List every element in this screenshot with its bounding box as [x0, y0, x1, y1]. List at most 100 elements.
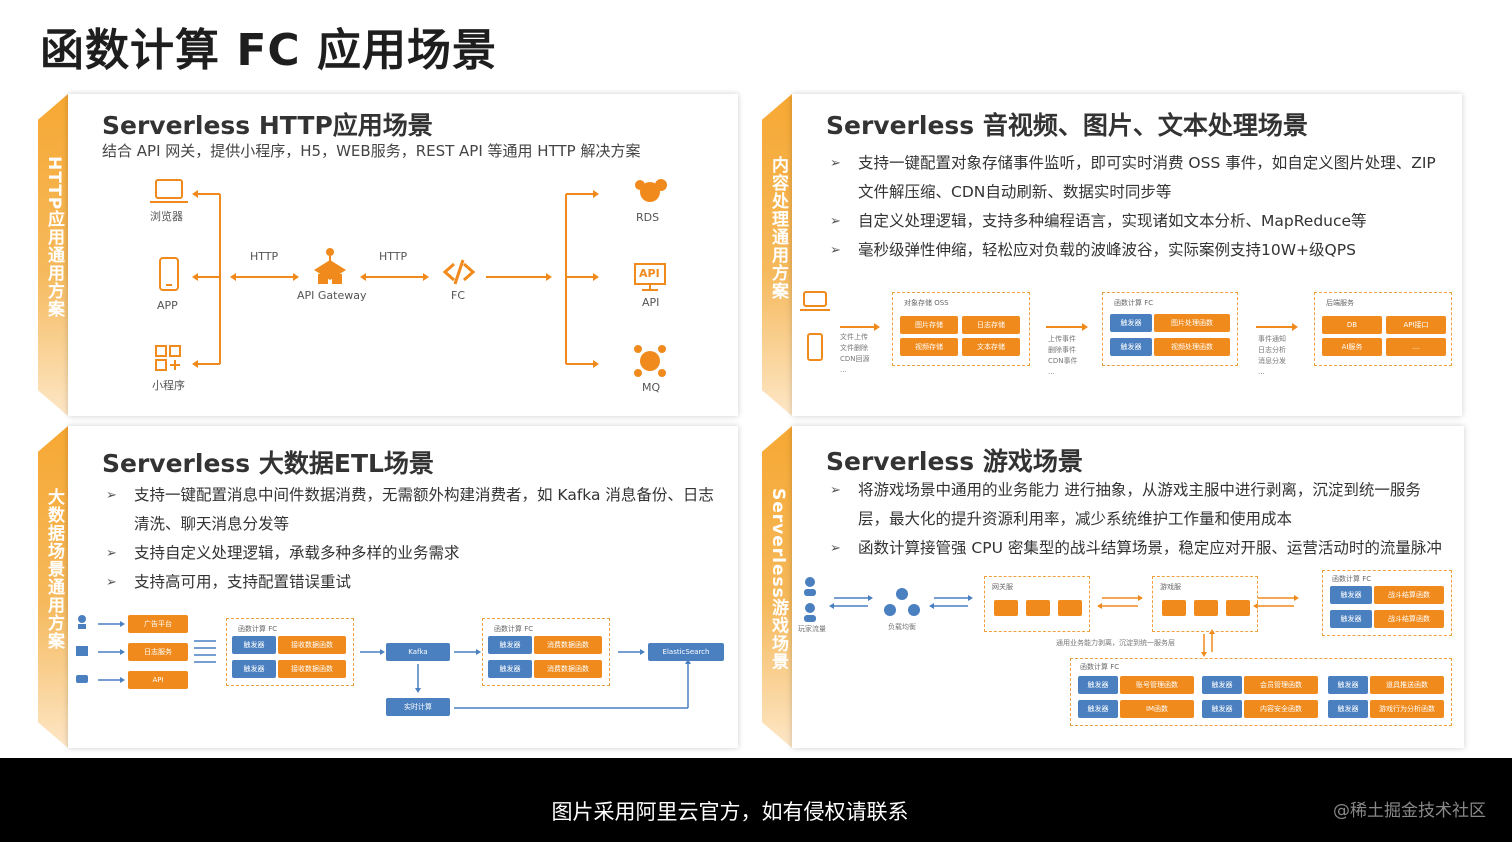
page-title: 函数计算 FC 应用场景	[40, 25, 497, 76]
api-icon	[634, 263, 666, 291]
group-title: 函数计算 FC	[1114, 299, 1154, 307]
oss-item: 文本存储	[962, 338, 1020, 356]
load-balancer-icon	[884, 588, 920, 616]
function-box: 战斗结算函数	[1374, 610, 1444, 628]
group-title: 函数计算 FC	[1332, 575, 1372, 583]
panel-tab: Serverless游戏场景	[762, 426, 792, 748]
video-caption-bar: 图片采用阿里云官方，如有侵权请联系 @稀土掘金技术社区	[0, 758, 1512, 842]
bullet-item: ➢将游戏场景中通用的业务能力 进行抽象，从游戏主服中进行剥离，沉淀到统一服务层，…	[826, 476, 1446, 534]
oss-group	[892, 292, 1030, 366]
diagram-note: 文件删除	[840, 344, 868, 352]
source-box: API	[128, 671, 188, 689]
group-title: 对象存储 OSS	[904, 299, 949, 307]
gateway-label: API Gateway	[297, 289, 367, 302]
trigger-box: 触发器	[1202, 700, 1242, 718]
kafka-box: Kafka	[386, 643, 450, 661]
oss-item: 视频存储	[900, 338, 958, 356]
diagram-note: 事件通知	[1258, 335, 1286, 343]
function-box: 道具推送函数	[1370, 676, 1444, 694]
http-diagram	[150, 179, 667, 377]
fc-group	[1070, 658, 1452, 726]
bullet-mark-icon: ➢	[106, 575, 117, 590]
group-title: 后端服务	[1326, 299, 1354, 307]
tab-label: Serverless游戏场景	[768, 488, 788, 671]
panel-etl: 大数据场景通用方案 Serverless 大数据ETL场景 ➢支持一键配置消息中…	[38, 426, 738, 748]
diagram-note: CDN回源	[840, 355, 870, 363]
backend-label: API	[642, 296, 660, 309]
api-gateway-icon	[314, 248, 346, 284]
panel-tab: HTTP应用通用方案	[38, 94, 68, 416]
panel-card: Serverless 音视频、图片、文本处理场景 ➢支持一键配置对象存储事件监听…	[792, 94, 1462, 416]
bullet-item: ➢支持高可用，支持配置错误重试	[102, 568, 722, 597]
media-diagram	[800, 291, 1298, 361]
function-box: 视频处理函数	[1154, 338, 1230, 356]
trigger-box: 触发器	[1328, 700, 1368, 718]
bullet-mark-icon: ➢	[830, 243, 841, 258]
bullet-item: ➢支持一键配置对象存储事件监听，即可实时消费 OSS 事件，如自定义图片处理、Z…	[826, 149, 1446, 207]
panel-card: Serverless 大数据ETL场景 ➢支持一键配置消息中间件数据消费，无需额…	[68, 426, 738, 748]
bullet-item: ➢自定义处理逻辑，支持多种编程语言，实现诸如文本分析、MapReduce等	[826, 207, 1446, 236]
user-icon	[804, 577, 816, 622]
bullet-mark-icon: ➢	[830, 156, 841, 171]
car-icon	[76, 675, 88, 683]
protocol-label: HTTP	[379, 250, 408, 263]
diagram-note: 玩家流量	[798, 625, 826, 633]
function-box: 消费数据函数	[534, 660, 602, 678]
diagram-note: 上传事件	[1048, 335, 1076, 343]
trigger-box: 触发器	[488, 660, 532, 678]
source-box: 日志服务	[128, 643, 188, 661]
diagram-note: ...	[1258, 368, 1265, 376]
panel-http: HTTP应用通用方案 Serverless HTTP应用场景 结合 API 网关…	[38, 94, 738, 416]
trigger-box: 触发器	[1110, 338, 1152, 356]
etl-diagram	[76, 615, 691, 709]
service-item: ...	[1386, 338, 1446, 356]
bullet-mark-icon: ➢	[830, 541, 841, 556]
function-box: 账号管理函数	[1120, 676, 1194, 694]
client-label: 浏览器	[150, 210, 183, 223]
gateway-group	[984, 576, 1090, 632]
service-group	[1314, 292, 1452, 366]
diagram-note: ...	[1048, 368, 1055, 376]
panel-game: Serverless游戏场景 Serverless 游戏场景 ➢将游戏场景中通用…	[762, 426, 1464, 748]
panel-tab: 大数据场景通用方案	[38, 426, 68, 748]
source-box: 广告平台	[128, 615, 188, 633]
panel-media: 内容处理通用方案 Serverless 音视频、图片、文本处理场景 ➢支持一键配…	[762, 94, 1462, 416]
bullet-item: ➢支持自定义处理逻辑，承载多种多样的业务需求	[102, 539, 722, 568]
caption-text: 图片采用阿里云官方，如有侵权请联系	[551, 800, 909, 824]
fc-group	[482, 618, 610, 686]
trigger-box: 触发器	[1110, 314, 1152, 332]
diagram-note: ...	[840, 366, 847, 374]
diagram-note: 删除事件	[1048, 346, 1076, 354]
oss-item: 日志存储	[962, 316, 1020, 334]
tab-label: 大数据场景通用方案	[44, 488, 64, 650]
panel-subtitle: 结合 API 网关，提供小程序，H5，WEB服务，REST API 等通用 HT…	[102, 142, 641, 160]
fc-group	[1322, 570, 1452, 636]
fc-group	[1102, 292, 1238, 366]
phone-icon	[807, 333, 823, 361]
game-diagram	[804, 577, 1299, 657]
bullet-mark-icon: ➢	[106, 488, 117, 503]
group-title: 函数计算 FC	[494, 625, 534, 633]
game-server-group	[1152, 576, 1258, 632]
diagram-note: 日志分析	[1258, 346, 1286, 354]
bullet-list: ➢支持一键配置消息中间件数据消费，无需额外构建消费者，如 Kafka 消息备份、…	[102, 481, 722, 597]
backend-label: RDS	[636, 211, 660, 224]
diagram-note: 文件上传	[840, 333, 868, 341]
bullet-mark-icon: ➢	[106, 546, 117, 561]
trigger-box: 触发器	[232, 660, 276, 678]
watermark: @稀土掘金技术社区	[1333, 801, 1486, 821]
panel-card: Serverless 游戏场景 ➢将游戏场景中通用的业务能力 进行抽象，从游戏主…	[792, 426, 1464, 748]
bullet-item: ➢函数计算接管强 CPU 密集型的战斗结算场景，稳定应对开服、运营活动时的流量脉…	[826, 534, 1446, 563]
panel-title: Serverless 音视频、图片、文本处理场景	[826, 111, 1308, 140]
client-label: 小程序	[152, 379, 185, 392]
backend-label: MQ	[642, 381, 661, 394]
laptop-icon	[800, 291, 830, 311]
service-item: API接口	[1386, 316, 1446, 334]
function-box: 接收数据函数	[278, 636, 346, 654]
trigger-box: 触发器	[1328, 676, 1368, 694]
trigger-box: 触发器	[1078, 676, 1118, 694]
trigger-box: 触发器	[1330, 586, 1372, 604]
bullet-mark-icon: ➢	[830, 214, 841, 229]
server-box	[994, 600, 1018, 616]
realtime-box: 实时计算	[386, 698, 450, 716]
